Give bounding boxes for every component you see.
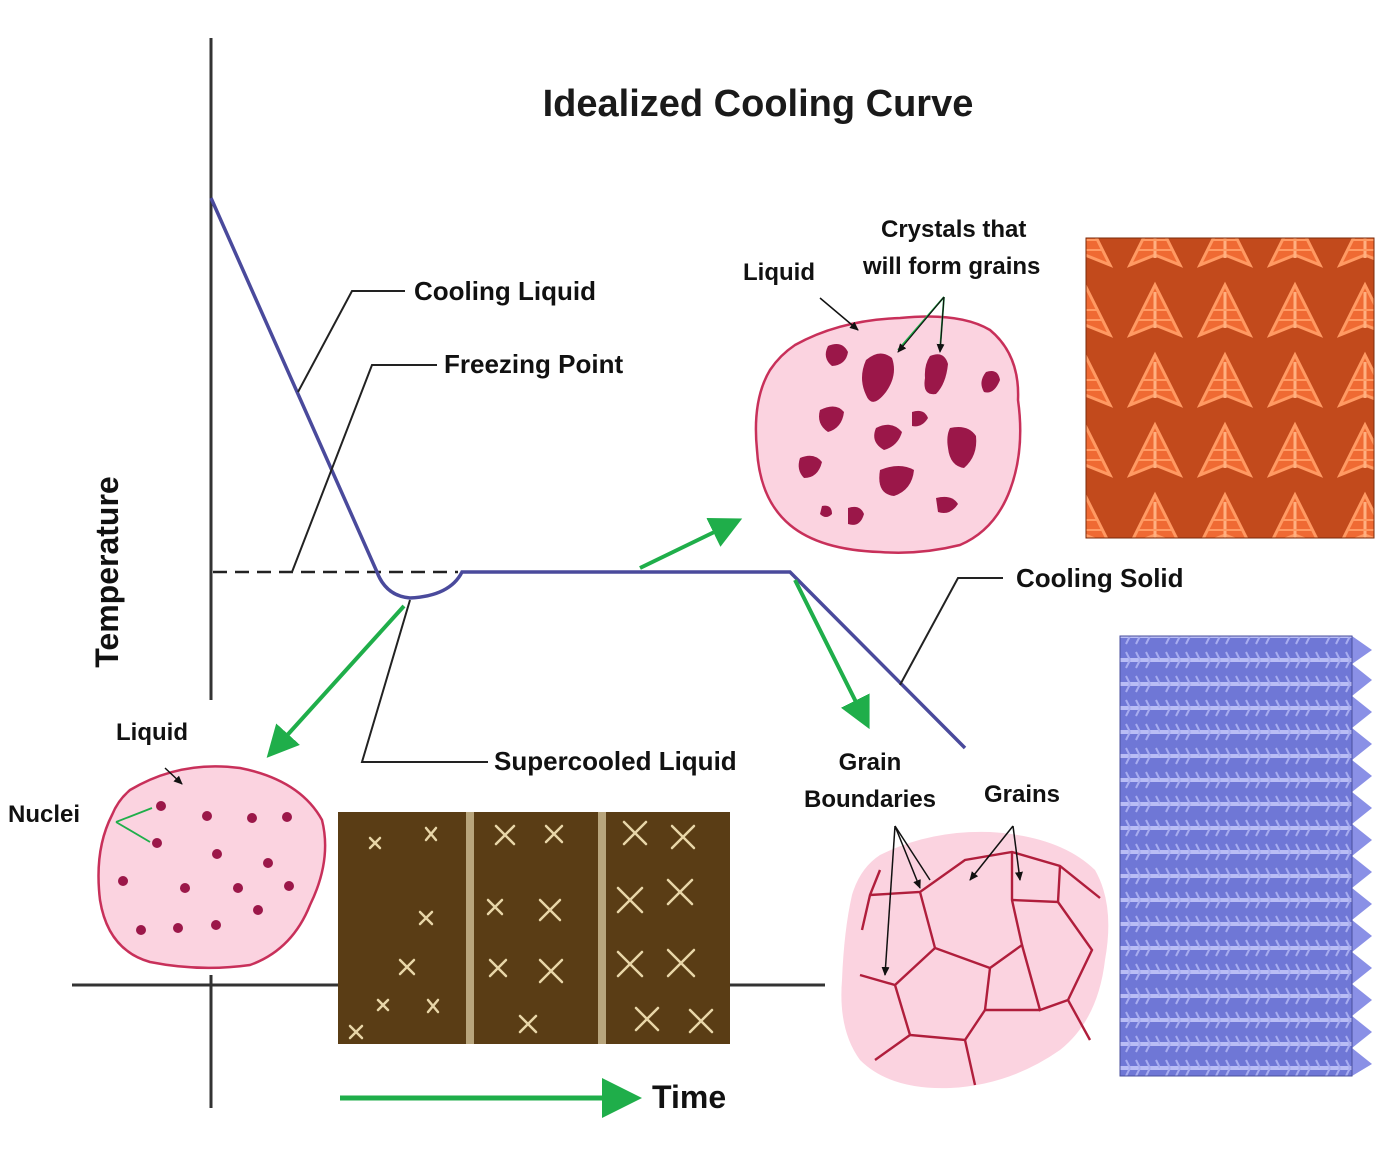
grains-pointer-b (1012, 825, 1023, 881)
x-axis-label: Time (652, 1079, 726, 1115)
cooling-liquid-label: Cooling Liquid (414, 276, 596, 306)
grain-formation-arrow (793, 579, 870, 730)
cooling-solid-leader (899, 577, 1003, 686)
nucleation-blob (97, 765, 327, 970)
nucleation-liquid-label: Liquid (116, 719, 188, 746)
y-axis-label: Temperature (89, 476, 125, 667)
crystal-blob (754, 315, 1022, 554)
crystal-growth-arrow (639, 518, 743, 570)
cooling-liquid-leader (297, 290, 405, 393)
grain-boundary-pointer-c (894, 825, 931, 881)
crystals-label-line1: Crystals that (881, 216, 1026, 243)
freezing-point-leader (291, 364, 437, 573)
nuclei-pointer (115, 807, 153, 843)
crystals-label-line2: will form grains (862, 253, 1040, 280)
chart-title: Idealized Cooling Curve (543, 83, 974, 125)
crystal-liquid-label: Liquid (743, 259, 815, 286)
grain-boundaries-label-line1: Grain (839, 749, 902, 776)
supercooled-leader (360, 599, 488, 763)
crystals-pointer-head-a (897, 296, 945, 353)
crystal-liquid-pointer (819, 297, 859, 331)
grain-blob (841, 831, 1109, 1089)
grains-pointer-a (969, 825, 1014, 881)
blue-dendrite-micrograph (1119, 635, 1372, 1077)
nucleation-arrow (266, 604, 406, 758)
orange-dendrite-micrograph (1085, 237, 1375, 539)
grain-boundaries-label-line2: Boundaries (804, 786, 936, 813)
crystals-pointer-head-b (936, 296, 945, 353)
nucleation-liquid-pointer (164, 767, 183, 785)
cooling-solid-label: Cooling Solid (1016, 563, 1184, 593)
brown-dendrite-micrograph (338, 812, 730, 1044)
supercooled-liquid-label: Supercooled Liquid (494, 746, 737, 776)
grains-label: Grains (984, 781, 1060, 808)
freezing-point-label: Freezing Point (444, 349, 623, 379)
grain-boundary-pointer-a (894, 825, 921, 889)
cooling-curve (209, 197, 967, 750)
grain-boundary-pointer-b (881, 825, 896, 976)
nuclei-label: Nuclei (8, 801, 80, 828)
